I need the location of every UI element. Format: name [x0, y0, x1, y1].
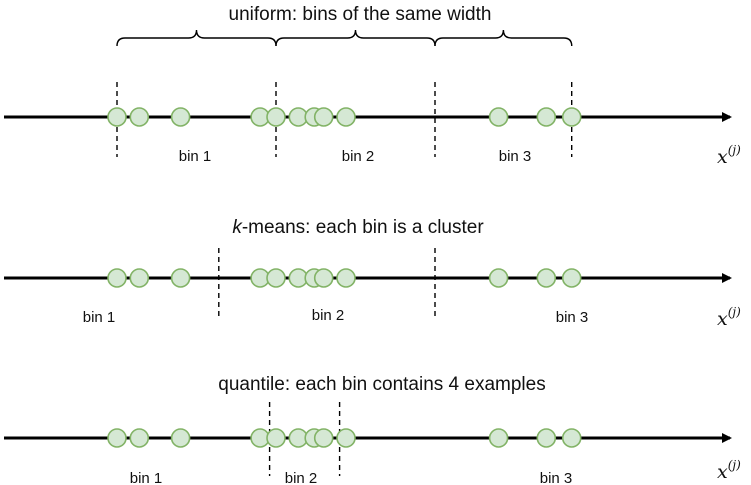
uniform-data-point-12 [561, 107, 582, 127]
quantile-data-point-9 [336, 428, 356, 448]
quantile-bin-3-label: bin 3 [540, 470, 573, 485]
quantile-data-point-5 [266, 428, 286, 448]
uniform-data-point-2 [129, 107, 150, 127]
uniform-data-point-3 [170, 107, 191, 127]
uniform-title-text: uniform: bins of the same width [229, 4, 492, 25]
uniform-data-point-11 [536, 107, 557, 127]
quantile-data-point-3 [170, 428, 191, 448]
kmeans-axis-label: x(j) [717, 305, 741, 330]
kmeans-title-text: -means: each bin is a cluster [242, 217, 485, 238]
quantile-axis-label: x(j) [717, 458, 741, 483]
uniform-data-point-1 [107, 107, 127, 127]
uniform-data-point-5 [266, 107, 286, 127]
uniform-bin-brace-1 [116, 29, 277, 47]
kmeans-bin-separators [218, 248, 436, 316]
uniform-bin-1-label: bin 1 [179, 148, 212, 165]
uniform-braces [116, 29, 573, 47]
kmeans-data-point-5 [266, 268, 286, 288]
uniform-data-point-8 [313, 107, 334, 127]
kmeans-data-point-1 [107, 268, 127, 288]
quantile-bin-2-label: bin 2 [285, 470, 318, 485]
quantile-data-point-8 [313, 428, 334, 448]
kmeans-data-point-11 [536, 268, 557, 288]
kmeans-panel: k-means: each bin is a cluster bin 1 bin… [4, 217, 741, 330]
uniform-bin-2-label: bin 2 [342, 148, 375, 165]
kmeans-data-point-3 [170, 268, 191, 288]
kmeans-bin-2-label: bin 2 [312, 307, 345, 324]
kmeans-bin-1-label: bin 1 [83, 309, 116, 326]
quantile-title: quantile: each bin contains 4 examples [218, 374, 545, 395]
kmeans-data-point-8 [313, 268, 334, 288]
quantile-data-point-1 [107, 428, 127, 448]
uniform-bin-brace-3 [434, 29, 573, 47]
uniform-bin-3-label: bin 3 [499, 148, 532, 165]
uniform-data-point-9 [336, 107, 356, 127]
kmeans-title: k-means: each bin is a cluster [232, 217, 484, 238]
quantile-data-point-10 [488, 428, 509, 448]
kmeans-title-italic: k [232, 217, 243, 238]
kmeans-data-point-12 [561, 268, 582, 288]
uniform-data-point-10 [488, 107, 509, 127]
quantile-points [107, 428, 582, 448]
kmeans-bin-3-label: bin 3 [556, 309, 589, 326]
quantile-data-point-2 [129, 428, 150, 448]
kmeans-points [107, 268, 582, 288]
uniform-points [107, 107, 582, 127]
quantile-data-point-12 [561, 428, 582, 448]
uniform-panel: uniform: bins of the same width bin 1 bi… [4, 4, 741, 168]
kmeans-data-point-10 [488, 268, 509, 288]
kmeans-data-point-9 [336, 268, 356, 288]
kmeans-data-point-2 [129, 268, 150, 288]
quantile-bin-1-label: bin 1 [130, 470, 163, 485]
quantile-title-text: quantile: each bin contains 4 examples [218, 374, 545, 395]
quantile-data-point-11 [536, 428, 557, 448]
quantile-panel: quantile: each bin contains 4 examples b… [4, 374, 741, 485]
uniform-bin-brace-2 [275, 29, 436, 47]
uniform-title: uniform: bins of the same width [229, 4, 492, 25]
uniform-axis-label: x(j) [717, 143, 741, 168]
